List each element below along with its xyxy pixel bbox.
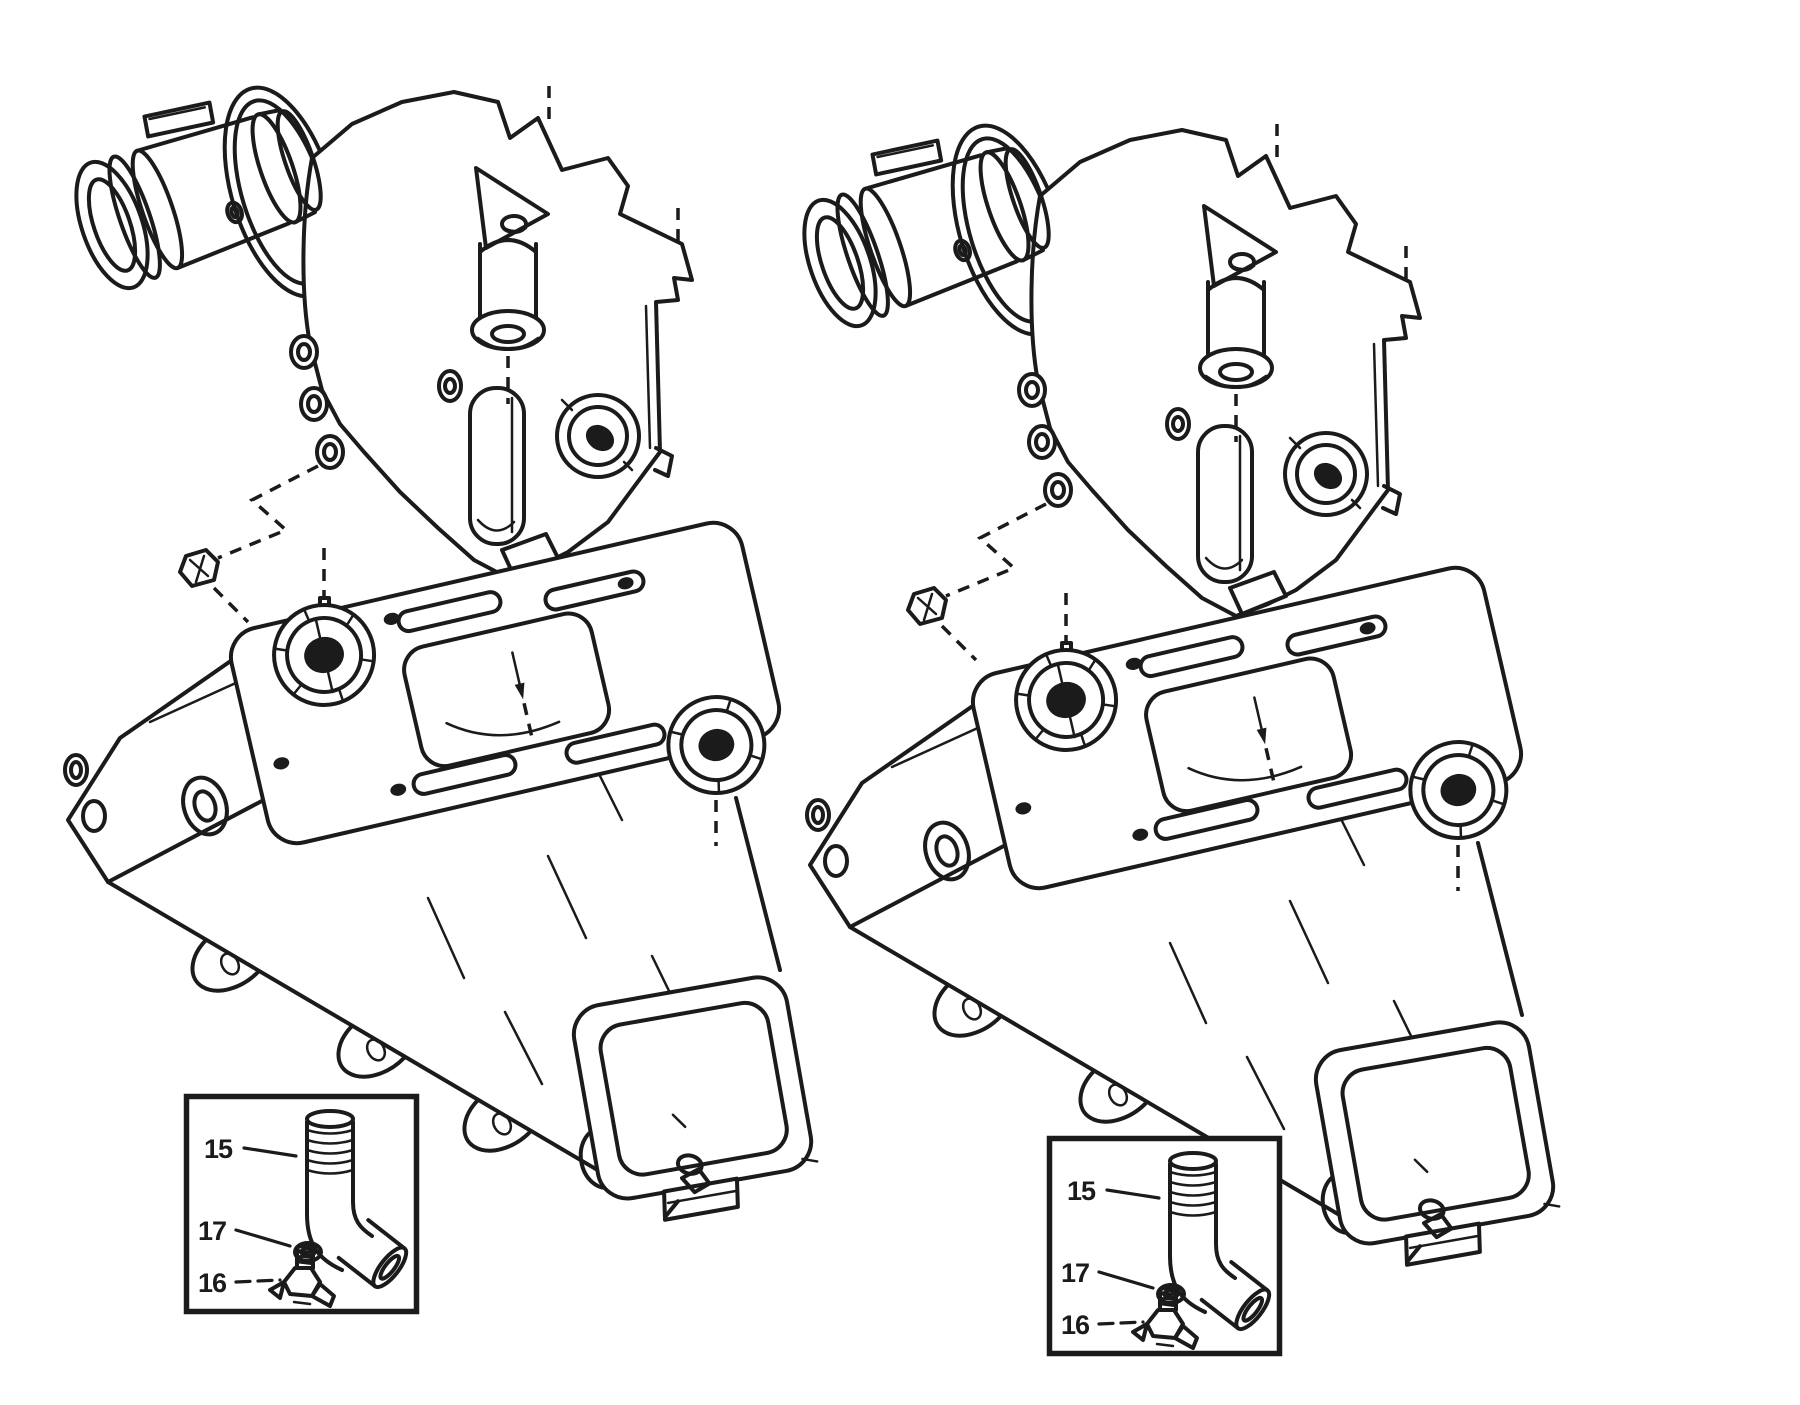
- callout-17-label: 17: [1061, 1258, 1089, 1288]
- callout-15-label: 15: [1067, 1176, 1096, 1206]
- callout-15-label: 15: [204, 1134, 233, 1164]
- callout-17-leader: [234, 1228, 292, 1248]
- callout-16-leader: [234, 1278, 282, 1284]
- callout-16-leader: [1097, 1320, 1145, 1326]
- inset-detail-box-left: 15 17 16: [183, 1093, 420, 1315]
- callout-17-leader: [1097, 1270, 1155, 1290]
- callout-15-leader: [242, 1146, 298, 1158]
- callout-16-label: 16: [198, 1268, 227, 1298]
- exhaust-manifold-left: [63, 507, 825, 1232]
- callout-16-label: 16: [1061, 1310, 1090, 1340]
- inset-detail-box-right: 15 17 16: [1046, 1135, 1283, 1357]
- callout-15-leader: [1105, 1188, 1161, 1200]
- riser-assembly-left: [51, 66, 694, 625]
- riser-assembly-right: [779, 104, 1422, 663]
- callout-17-label: 17: [198, 1216, 226, 1246]
